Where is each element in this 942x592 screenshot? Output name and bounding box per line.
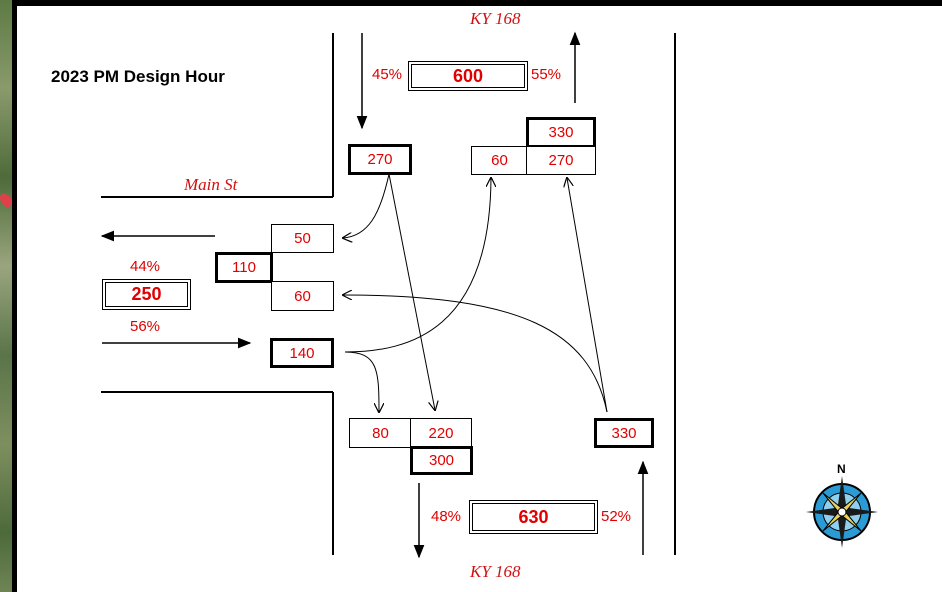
street-label-north: KY 168 [470,9,521,28]
west-top-percent: 44% [130,258,161,275]
turning-movement-curves [343,173,608,412]
nb-through-lane-volume: 270 [526,146,596,175]
south-right-percent: 52% [601,508,632,525]
sb-depart-right-volume: 220 [410,418,472,448]
street-label-south: KY 168 [470,562,521,581]
nb-left-lane-volume: 60 [471,146,528,175]
road-edges [101,33,676,555]
frame-top-border [12,0,942,6]
sb-depart-total-volume: 300 [410,446,473,475]
compass-north-label: N [837,462,846,476]
wb-exit-total-volume: 110 [215,252,273,283]
west-bottom-percent: 56% [130,318,161,335]
north-total-volume: 600 [408,61,528,91]
south-total-volume: 630 [469,500,598,534]
nb-approach-volume: 330 [594,418,654,448]
approach-depart-arrows [100,31,649,559]
south-left-percent: 48% [431,508,462,525]
street-label-west: Main St [184,175,238,194]
wb-exit-lower-volume: 60 [271,281,334,311]
sb-approach-volume: 270 [348,144,412,175]
wb-exit-upper-volume: 50 [271,224,334,253]
nb-departure-volume: 330 [526,117,596,148]
north-left-percent: 45% [372,66,403,83]
eb-approach-volume: 140 [270,338,334,368]
diagram-title: 2023 PM Design Hour [51,67,225,86]
frame-left-border [12,0,17,592]
west-total-volume: 250 [102,279,191,310]
aerial-map-strip [0,0,15,592]
north-right-percent: 55% [531,66,562,83]
compass-rose-icon: N [806,462,878,552]
sb-depart-left-volume: 80 [349,418,412,448]
